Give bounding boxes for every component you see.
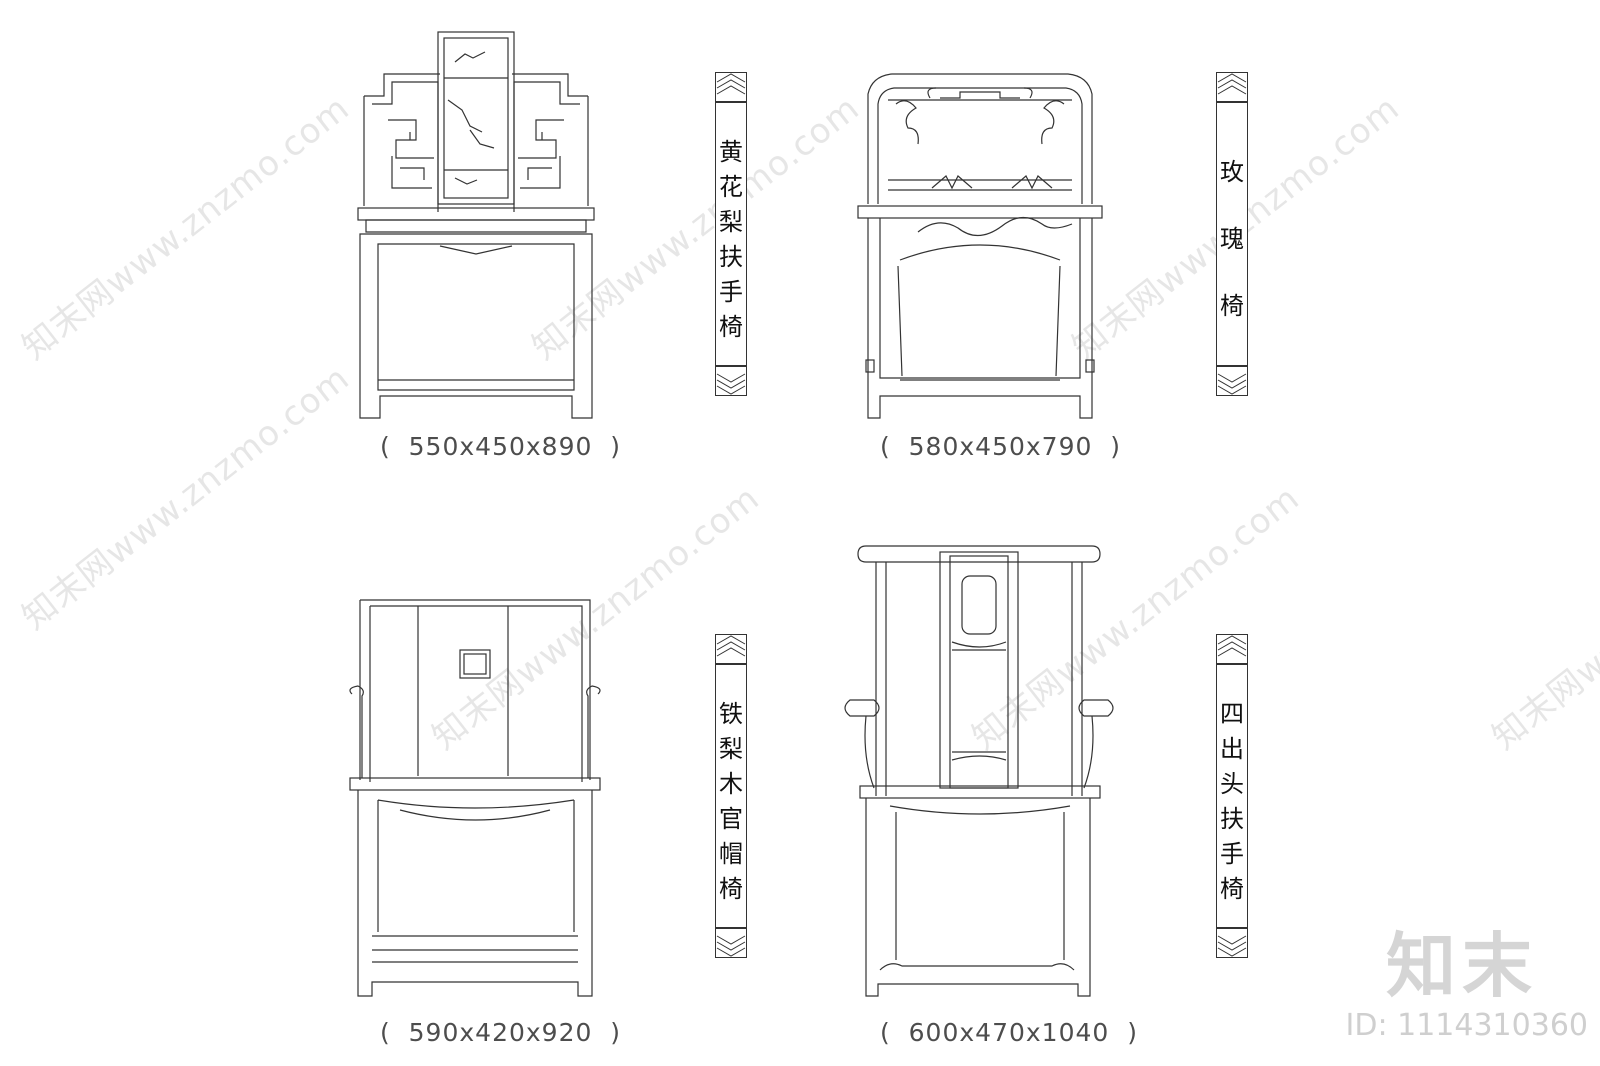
chair-sichutou-drawing [844,545,1114,997]
brand-logo: 知末 [1386,925,1538,1007]
chair-2-name-char: 椅 [1220,292,1244,320]
chair-1-name-scroll: 黄 花 梨 扶 手 椅 [715,72,747,396]
chair-4-name-char: 扶 [1220,805,1244,833]
chair-3-name-char: 帽 [719,840,743,868]
chair-4-name-char: 四 [1220,700,1244,728]
chair-2-dimension: ( 580x450x790 ) [880,432,1122,461]
chair-2-name-char: 瑰 [1220,225,1244,253]
chair-tieli-drawing [349,599,601,997]
chair-3-name-char: 官 [719,805,743,833]
chair-4-name-char: 头 [1220,770,1244,798]
chair-1-name-char: 椅 [719,313,743,341]
chair-1-name-char: 黄 [719,138,743,166]
chair-1-name-char: 花 [719,173,743,201]
chair-3-name-char: 木 [719,770,743,798]
chair-2-name-scroll: 玫 瑰 椅 [1216,72,1248,396]
chair-3-name-scroll: 铁 梨 木 官 帽 椅 [715,634,747,958]
chair-3-dimension: ( 590x420x920 ) [380,1018,622,1047]
chair-4-name-scroll: 四 出 头 扶 手 椅 [1216,634,1248,958]
chair-1-name-char: 梨 [719,208,743,236]
chair-3-name-char: 椅 [719,875,743,903]
chair-3-name-char: 梨 [719,735,743,763]
chair-huanghuali-drawing [357,31,595,419]
chair-4-name-char: 椅 [1220,875,1244,903]
chair-rose-drawing [857,73,1103,419]
chair-4-name-char: 手 [1220,840,1244,868]
chair-1-name-char: 扶 [719,243,743,271]
chair-2-name-char: 玫 [1220,158,1244,186]
image-id-label: ID: 1114310360 [1345,1008,1588,1043]
chair-3-name-char: 铁 [719,700,743,728]
chair-1-name-char: 手 [719,278,743,306]
chair-1-dimension: ( 550x450x890 ) [380,432,622,461]
chair-4-dimension: ( 600x470x1040 ) [880,1018,1138,1047]
chair-4-name-char: 出 [1220,735,1244,763]
